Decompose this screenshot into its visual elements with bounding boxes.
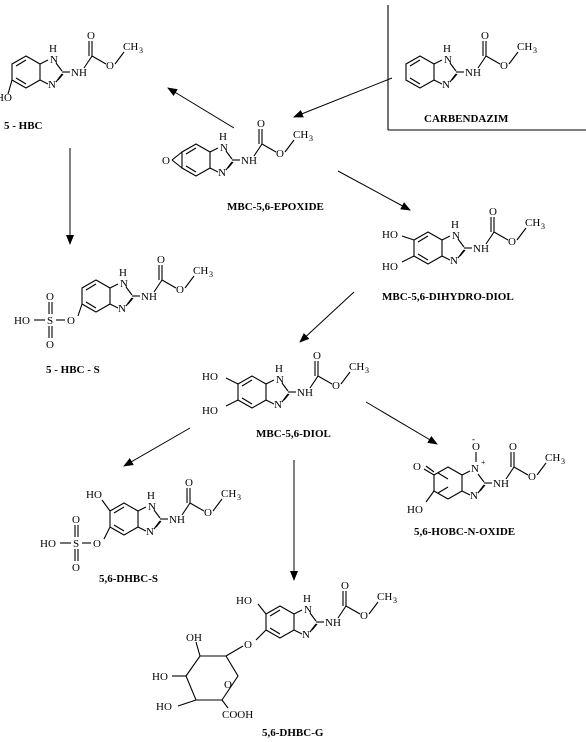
svg-text:-: - (472, 434, 475, 444)
svg-text:O: O (413, 461, 421, 473)
svg-text:HO: HO (86, 489, 102, 501)
arrow-dihydrodiol-to-diol (299, 291, 355, 343)
dhbc-s-structure: HO (39, 476, 242, 575)
svg-text:HO: HO (202, 405, 218, 417)
n-oxide-label: 5,6-HOBC-N-OXIDE (414, 526, 515, 538)
svg-text:O: O (244, 639, 252, 651)
dhbc-g-label: 5,6-DHBC-G (262, 727, 324, 739)
diol-label: MBC-5,6-DIOL (256, 428, 331, 440)
hbc-label: 5 - HBC (4, 120, 43, 132)
svg-text:HO: HO (0, 92, 12, 104)
epoxide-label: MBC-5,6-EPOXIDE (227, 201, 324, 213)
svg-text:OH: OH (186, 632, 202, 644)
svg-text:+: + (481, 458, 486, 467)
svg-text:COOH: COOH (222, 709, 253, 721)
arrow-diol-to-n-oxide (365, 401, 438, 445)
arrow-epoxide-to-dihydrodiol (337, 170, 411, 211)
arrow-diol-to-dhbc-s (123, 427, 191, 467)
svg-text:HO: HO (236, 595, 252, 607)
svg-text:HO: HO (382, 229, 398, 241)
svg-text:HO: HO (156, 701, 172, 713)
dihydrodiol-structure: HO HO (382, 205, 546, 273)
svg-text:HO: HO (382, 261, 398, 273)
hbc-s-structure (13, 253, 214, 352)
hbc-s-label: 5 - HBC - S (46, 364, 100, 376)
svg-text:O: O (472, 441, 480, 453)
diol-structure: HO HO (202, 349, 370, 417)
carbendazim-structure (405, 29, 538, 92)
epoxide-structure: O (162, 117, 314, 180)
dhbc-s-label: 5,6-DHBC-S (99, 573, 158, 585)
svg-text:O: O (162, 155, 170, 167)
svg-text:N: N (470, 490, 478, 502)
svg-text:HO: HO (407, 504, 423, 516)
arrow-epoxide-to-hbc (167, 87, 235, 129)
dhbc-g-structure: HO O O OH HO HO COOH (152, 579, 398, 721)
n-oxide-structure: N + O - N O HO (407, 434, 566, 516)
carbendazim-label: CARBENDAZIM (424, 113, 509, 125)
arrow-carbendazim-to-epoxide (293, 77, 393, 118)
svg-text:O: O (224, 679, 232, 691)
svg-text:HO: HO (152, 671, 168, 683)
hbc-structure: HO (0, 29, 144, 104)
dihydrodiol-label: MBC-5,6-DIHYDRO-DIOL (382, 291, 514, 303)
svg-text:N: N (471, 463, 479, 475)
svg-text:HO: HO (202, 371, 218, 383)
